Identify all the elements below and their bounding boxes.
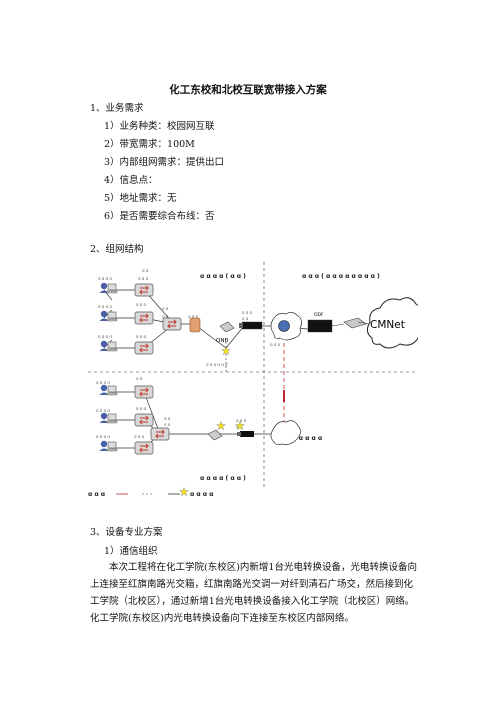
requirement-item: 6）是否需要综合布线：否 [104,211,215,222]
svg-text:ɑ ɑ ɑ: ɑ ɑ ɑ [242,310,253,315]
svg-text:ɑ ɑ: ɑ ɑ [142,268,149,273]
svg-text:ɑ ɑ: ɑ ɑ [242,316,249,321]
svg-text:ɑ ɑ: ɑ ɑ [136,376,143,381]
svg-text:ɑ ɑ ɑ: ɑ ɑ ɑ [136,302,147,307]
svg-text:ɑ ɑ ɑ: ɑ ɑ ɑ [88,491,105,498]
svg-text:ɑ ɑ ɑ: ɑ ɑ ɑ [134,434,145,439]
requirement-item: 4）信息点： [104,175,158,186]
subsection-communication: 1）通信组织 [104,546,158,557]
requirement-item: 1）业务种类：校园网互联 [104,121,215,132]
requirement-item: 5）地址需求：无 [104,193,177,204]
svg-text:ɑ ɑ ɑ ɑ ( ɑ ɑ ): ɑ ɑ ɑ ɑ ( ɑ ɑ ) [200,273,246,280]
svg-text:ɑ ɑ: ɑ ɑ [162,306,169,311]
document-title: 化工东校和北校互联宽带接入方案 [169,84,327,96]
svg-text:ɑ ɑ ɑ ɑ ɑ ɑ: ɑ ɑ ɑ ɑ ɑ ɑ [206,362,228,367]
svg-text:ɑ ɑ ɑ: ɑ ɑ ɑ [136,406,147,411]
onu-label: ONU [216,338,228,344]
requirement-item: 3）内部组网需求：提供出口 [104,157,225,168]
svg-text:ɑ ɑ ɑ ɑ: ɑ ɑ ɑ ɑ [96,380,110,385]
svg-text:ɑ ɑ ɑ: ɑ ɑ ɑ [270,342,281,347]
svg-text:ɑ ɑ: ɑ ɑ [162,314,169,319]
svg-text:ɑ ɑ: ɑ ɑ [164,422,171,427]
section-heading-equipment: 3、设备专业方案 [90,527,163,538]
svg-text:ɑ ɑ ɑ: ɑ ɑ ɑ [188,314,199,319]
svg-text:ɑ ɑ ɑ ɑ: ɑ ɑ ɑ ɑ [98,334,112,339]
cmnet-label: CMNet [370,319,405,331]
svg-text:ɑ ɑ ɑ ɑ: ɑ ɑ ɑ ɑ [96,408,110,413]
odf-label: ODF [314,312,324,318]
svg-text:ɑ ɑ: ɑ ɑ [164,416,171,421]
svg-text:ɑ ɑ ɑ ( ɑ ɑ ɑ ɑ ɑ ɑ ɑ ɑ ): ɑ ɑ ɑ ( ɑ ɑ ɑ ɑ ɑ ɑ ɑ ɑ ) [302,273,380,280]
svg-text:ɑ ɑ ɑ ɑ ( ɑ ɑ ): ɑ ɑ ɑ ɑ ( ɑ ɑ ) [200,475,246,482]
section-heading-network: 2、组网结构 [90,244,144,255]
svg-text:ɑ ɑ ɑ: ɑ ɑ ɑ [136,334,147,339]
requirement-item: 2）带宽需求：100M [104,139,195,150]
svg-text:ɑ ɑ ɑ ɑ: ɑ ɑ ɑ ɑ [96,434,110,439]
svg-text:ɑ ɑ ɑ ɑ: ɑ ɑ ɑ ɑ [190,491,213,498]
svg-text:ɑ ɑ ɑ: ɑ ɑ ɑ [138,276,149,281]
svg-text:ɑ ɑ ɑ: ɑ ɑ ɑ [236,418,247,423]
body-paragraph: 本次工程将在化工学院(东校区)内新增1台光电转换设备，光电转换设备向上连接至红旗… [90,562,417,624]
section-heading-requirements: 1、业务需求 [90,103,144,114]
svg-text:ɑ ɑ ɑ ɑ: ɑ ɑ ɑ ɑ [98,304,112,309]
svg-text:ɑ ɑ ɑ ɑ: ɑ ɑ ɑ ɑ [98,276,112,281]
svg-text:ɑ ɑ ɑ ɑ ɑ ɑ: ɑ ɑ ɑ ɑ ɑ ɑ [286,435,322,442]
